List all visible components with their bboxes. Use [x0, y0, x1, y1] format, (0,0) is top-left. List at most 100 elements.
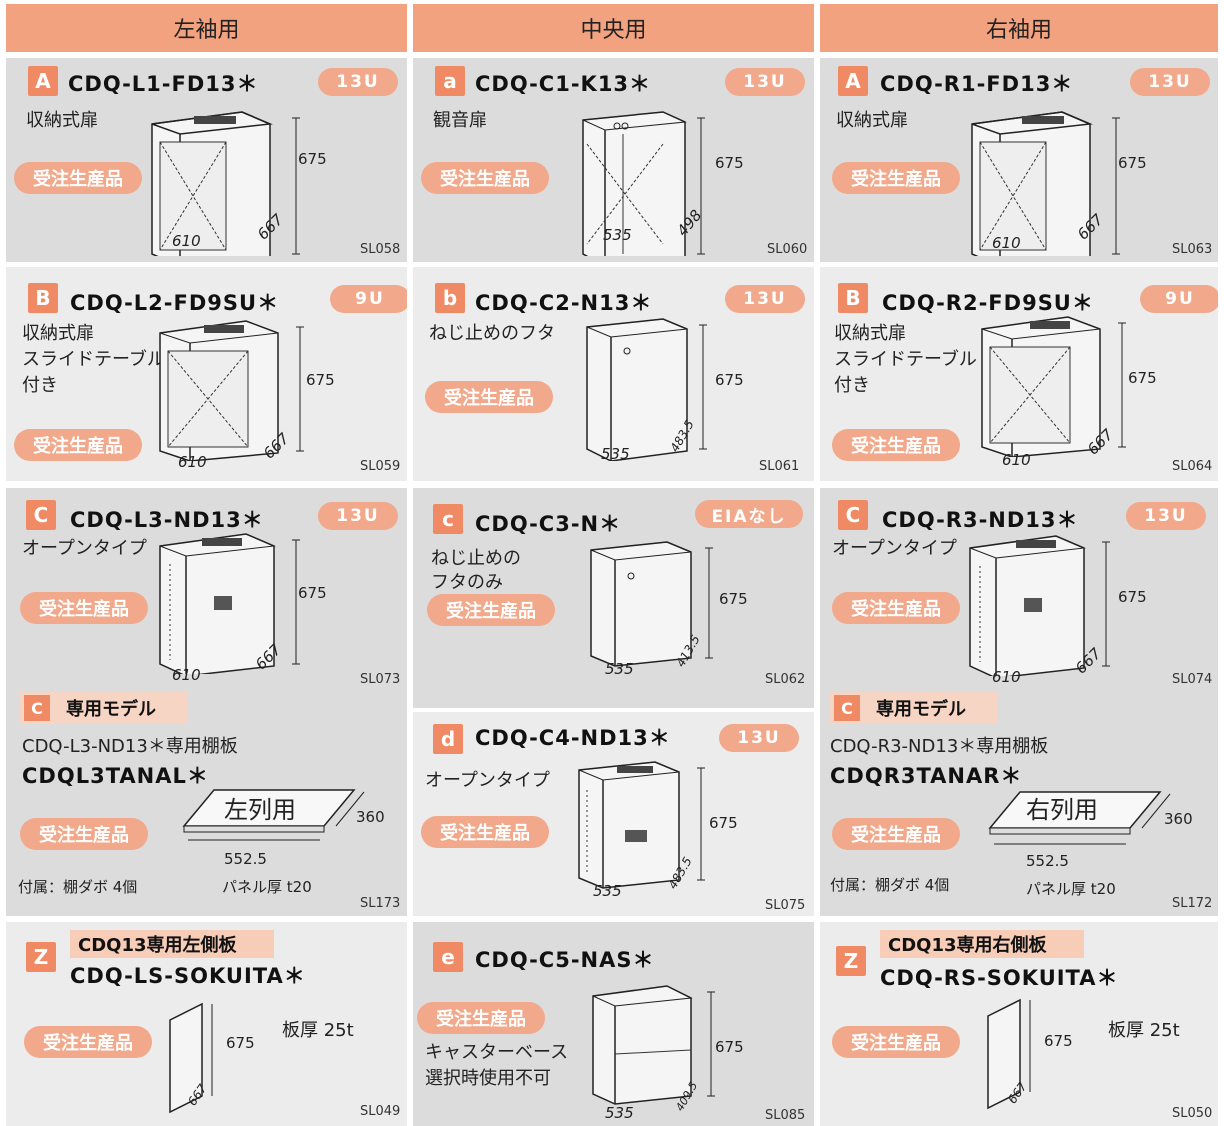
product-model: CDQ-C4-ND13＊: [475, 726, 671, 750]
sl-code: SL058: [360, 242, 401, 257]
product-cell-c-center: c CDQ-C3-N＊ EIAなし ねじ止めの フタのみ 受注生産品 675 5…: [413, 488, 814, 708]
shelf-illustration: [182, 789, 365, 841]
product-letter: C: [838, 500, 868, 530]
rack-illustration: [592, 985, 715, 1105]
product-letter: A: [28, 66, 58, 96]
sl-code: SL050: [1172, 1106, 1213, 1121]
product-letter: Z: [836, 946, 866, 976]
shelf-accessory: 付属：棚ダボ 4個: [830, 876, 950, 894]
product-model: CDQ-L1-FD13＊: [68, 72, 259, 96]
dedicated-model-label: C 専用モデル: [830, 692, 998, 724]
sl-code: SL062: [765, 672, 806, 687]
header-right: 右袖用: [820, 4, 1218, 52]
product-letter: e: [433, 942, 463, 972]
dim-height: 675: [1128, 369, 1157, 387]
dim-width: 610: [172, 666, 201, 684]
rack-illustration: [971, 111, 1120, 256]
dim-height: 675: [1118, 588, 1147, 606]
dedicated-model-label: C 専用モデル: [20, 692, 188, 724]
product-model: CDQ-R2-FD9SU＊: [882, 291, 1094, 315]
header-left: 左袖用: [6, 4, 407, 52]
order-badge: 受注生産品: [425, 381, 553, 413]
unit-badge: 9U: [330, 285, 407, 313]
side-panel-label: CDQ13専用左側板: [70, 930, 274, 958]
sl-code: SL061: [759, 459, 800, 474]
product-desc: オープンタイプ: [22, 538, 147, 559]
dedicated-tag: C: [24, 695, 50, 721]
product-cell-e-center: e CDQ-C5-NAS＊ 受注生産品 キャスターベース 選択時使用不可 675…: [413, 922, 814, 1126]
dim-height: 675: [719, 590, 748, 608]
order-badge: 受注生産品: [427, 594, 555, 626]
rack-illustration: [969, 535, 1110, 676]
dedicated-title: 専用モデル: [876, 699, 966, 720]
product-model: CDQ-C2-N13＊: [475, 291, 653, 315]
dim-height: 675: [1118, 154, 1147, 172]
product-cell-d-center: d CDQ-C4-ND13＊ 13U オープンタイプ 受注生産品 675 535…: [413, 712, 814, 916]
order-badge: 受注生産品: [832, 162, 960, 194]
product-desc: フタのみ: [431, 572, 503, 593]
order-badge: 受注生産品: [20, 818, 148, 850]
product-cell-a-left: A CDQ-L1-FD13＊ 13U 収納式扉 受注生産品 675 610 66…: [6, 58, 407, 262]
dim-width: 610: [992, 234, 1021, 252]
order-badge: 受注生産品: [421, 816, 549, 848]
product-desc: 収納式扉: [834, 323, 906, 344]
rack-illustration: [578, 761, 705, 889]
dim-height: 675: [709, 814, 738, 832]
panel-thickness: 板厚 25t: [1108, 1020, 1180, 1041]
product-cell-b-right: B CDQ-R2-FD9SU＊ 9U 収納式扉 スライドテーブル 付き 受注生産…: [820, 267, 1218, 481]
product-letter: d: [433, 724, 463, 754]
product-cell-z-right: CDQ13専用右側板 Z CDQ-RS-SOKUITA＊ 受注生産品 675 6…: [820, 922, 1218, 1126]
shelf-plate: 右列用: [1026, 796, 1098, 824]
product-desc: ねじ止めの: [431, 548, 521, 569]
product-desc: スライドテーブル: [834, 349, 977, 370]
unit-badge: 13U: [318, 68, 398, 96]
dim-height: 675: [298, 584, 327, 602]
product-model: CDQ-C3-N＊: [475, 512, 622, 536]
dim-width: 535: [605, 1104, 634, 1122]
product-desc: 収納式扉: [22, 323, 94, 344]
unit-badge: 13U: [719, 724, 799, 752]
product-model: CDQ-C1-K13＊: [475, 72, 652, 96]
unit-badge: 13U: [318, 502, 398, 530]
dim-width: 610: [992, 668, 1021, 686]
shelf-depth: 360: [356, 808, 385, 826]
order-badge: 受注生産品: [14, 429, 142, 461]
unit-badge: 13U: [725, 285, 805, 313]
dim-height: 675: [715, 371, 744, 389]
product-cell-b-center: b CDQ-C2-N13＊ 13U ねじ止めのフタ 受注生産品 675 535 …: [413, 267, 814, 481]
order-badge: 受注生産品: [832, 592, 960, 624]
product-model: CDQ-LS-SOKUITA＊: [70, 964, 306, 988]
dedicated-title: 専用モデル: [66, 699, 156, 720]
product-letter: B: [838, 283, 868, 313]
panel-thickness: 板厚 25t: [282, 1020, 354, 1041]
product-desc: 観音扉: [433, 110, 487, 131]
unit-badge: 9U: [1140, 285, 1218, 313]
sl-code: SL059: [360, 459, 401, 474]
side-panel-label: CDQ13専用右側板: [880, 930, 1084, 958]
product-desc: ねじ止めのフタ: [429, 323, 555, 344]
unit-badge: EIAなし: [695, 500, 803, 528]
dim-height: 675: [715, 154, 744, 172]
sl-code: SL172: [1172, 896, 1213, 911]
sl-code: SL049: [360, 1104, 401, 1119]
dim-width: 535: [593, 882, 622, 900]
dim-width: 535: [603, 226, 632, 244]
shelf-plate: 左列用: [224, 796, 296, 824]
rack-illustration: [590, 541, 713, 667]
rack-illustration: [981, 316, 1126, 457]
sl-code: SL075: [765, 898, 806, 913]
rack-illustration: [582, 111, 705, 256]
shelf-width: 552.5: [224, 850, 267, 868]
dim-height: 675: [715, 1038, 744, 1056]
dim-height: 675: [226, 1034, 255, 1052]
unit-badge: 13U: [1126, 502, 1206, 530]
product-letter: A: [838, 66, 868, 96]
product-letter: Z: [26, 942, 56, 972]
product-desc: スライドテーブル: [22, 349, 165, 370]
unit-badge: 13U: [1130, 68, 1210, 96]
rack-illustration: [159, 320, 304, 461]
product-cell-z-left: CDQ13専用左側板 Z CDQ-LS-SOKUITA＊ 受注生産品 675 6…: [6, 922, 407, 1126]
product-model: CDQ-R3-ND13＊: [882, 508, 1079, 532]
order-badge: 受注生産品: [14, 162, 142, 194]
product-cell-c-left: C CDQ-L3-ND13＊ 13U オープンタイプ 受注生産品 675 610…: [6, 488, 407, 916]
